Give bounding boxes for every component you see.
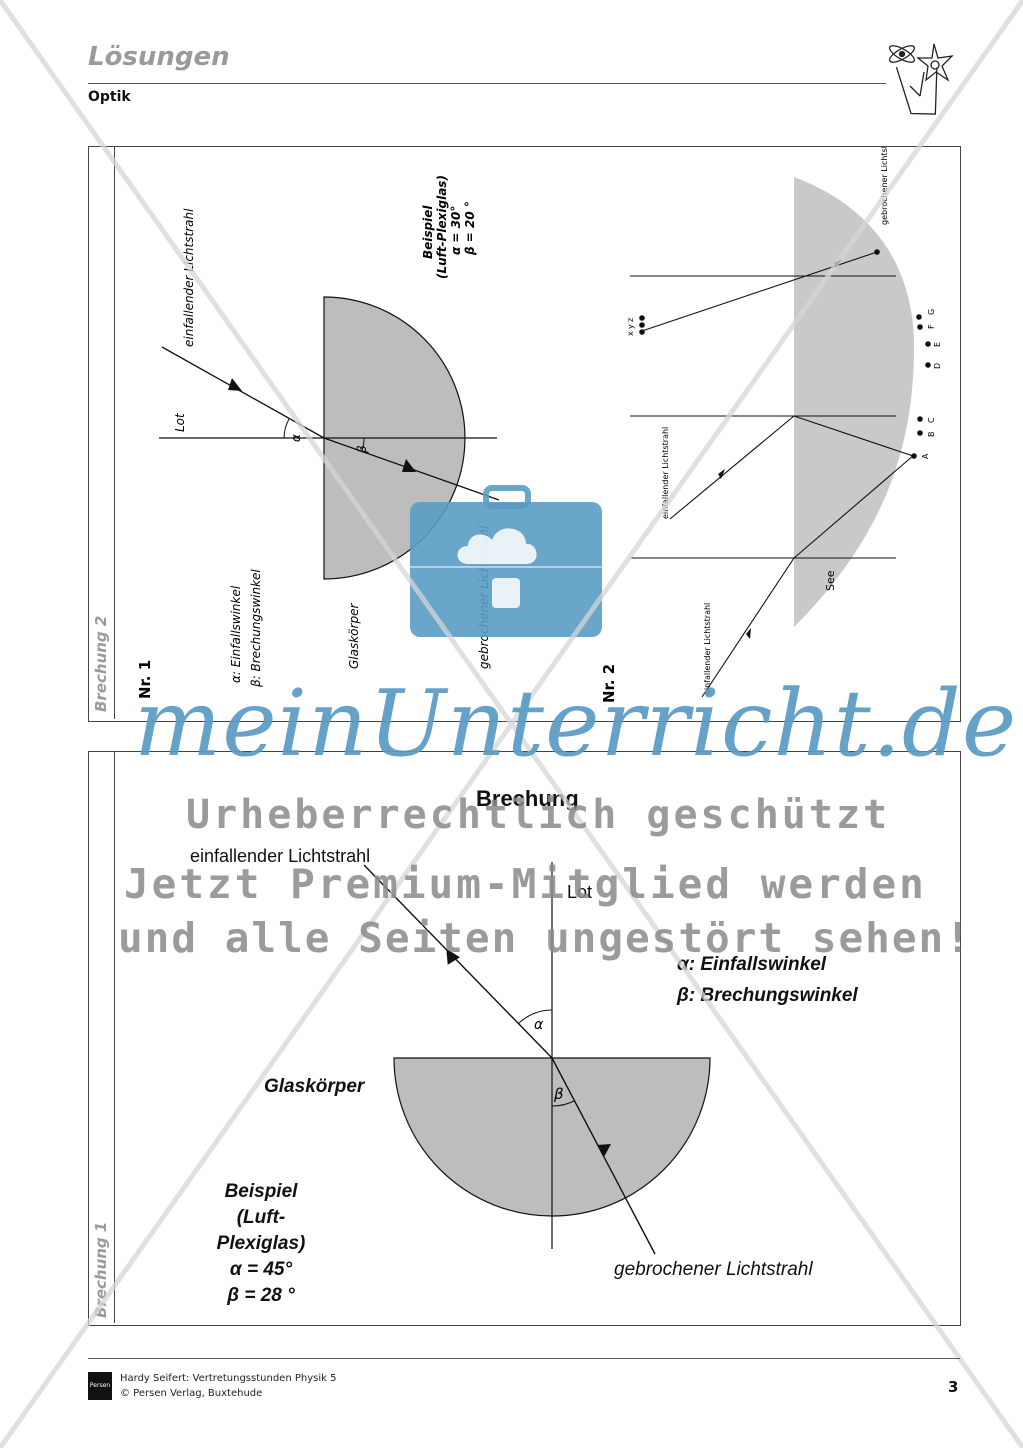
incident-ray: [363, 864, 553, 1059]
page-number: 3: [948, 1378, 959, 1396]
publisher-logo-text: Persen: [89, 1382, 111, 1389]
arrow-refracted: [597, 1144, 611, 1157]
nr1-arrow-refracted: [402, 459, 416, 472]
nr2-point-x: x: [626, 331, 635, 336]
nr1-legend-alpha: α: Einfallswinkel: [229, 585, 243, 683]
example-pair: (Luft-Plexiglas): [216, 1207, 306, 1254]
footer-publisher: © Persen Verlag, Buxtehude: [120, 1388, 263, 1399]
nr2-diagram: [630, 177, 931, 698]
nr1-legend-beta: β: Brechungswinkel: [249, 569, 263, 688]
nr2-texts: gebrochener Lichtstrahl einfallender Lic…: [626, 147, 942, 695]
nr2-ray-3-refracted: [793, 454, 915, 559]
alpha-arc: [517, 1009, 553, 1025]
beta-arc: [551, 1100, 575, 1107]
nr2-point-g: G: [927, 309, 936, 315]
nr1-incident-label: einfallender Lichtstrahl: [182, 208, 196, 347]
refracted-label: gebrochener Lichtstrahl: [614, 1259, 813, 1280]
briefcase-cloud-watermark-icon: [410, 485, 602, 637]
nr2-point-b: B: [927, 432, 936, 438]
header-divider: [88, 83, 886, 84]
example-title: Beispiel: [224, 1181, 298, 1202]
watermark-brand: meinUnterricht.de: [134, 670, 1018, 777]
panel-brechung-1: [88, 751, 961, 1326]
nr2-label: Nr. 2: [600, 664, 618, 703]
publisher-logo: Persen: [88, 1372, 112, 1400]
nr2-point-c: C: [927, 417, 936, 423]
legend-beta: β: Brechungswinkel: [677, 985, 858, 1006]
nr2-point-e: E: [933, 342, 942, 347]
nr2-point-a: A: [921, 453, 930, 459]
panel-sidebar: [89, 147, 115, 719]
nr1-lot-label: Lot: [173, 412, 187, 432]
nr2-ray-2-refracted: [793, 415, 917, 458]
nr1-beta-label: β: [355, 445, 369, 454]
nr1-example-title: Beispiel: [421, 205, 435, 259]
nr1-alpha-arc: [283, 418, 290, 439]
nr2-point-y: y: [626, 324, 635, 329]
nr2-point-f: F: [927, 324, 936, 329]
header-subtitle: Optik: [88, 89, 131, 105]
nr2-see-label: See: [824, 570, 837, 591]
nr1-example-alpha: α = 30°: [449, 206, 463, 255]
nr2-point-z: z: [626, 318, 635, 322]
watermark-line-2: Jetzt Premium-Mitglied werden: [124, 860, 927, 908]
header-flower-illustration: [888, 43, 954, 115]
watermark-line-3: und alle Seiten ungestört sehen!: [118, 914, 972, 962]
nr2-ray-2-incident: [669, 415, 795, 520]
bottom-diagram: α β: [363, 862, 711, 1255]
nr1-arrow-incident: [228, 378, 242, 391]
incident-label: einfallender Lichtstrahl: [190, 846, 371, 866]
header-title: Lösungen: [88, 42, 230, 72]
nr1-glass-label: Glaskörper: [347, 603, 361, 669]
beta-label: β: [553, 1085, 564, 1103]
panel-sidebar: [89, 752, 115, 1323]
nr2-lake: [794, 177, 914, 627]
glass-label: Glaskörper: [264, 1076, 365, 1097]
nr2-ray-3-incident: [701, 557, 795, 698]
alpha-label: α: [534, 1017, 544, 1033]
nr1-example-beta: β = 20 °: [463, 201, 477, 256]
example-beta: β = 28 °: [227, 1285, 295, 1306]
footer-author: Hardy Seifert: Vertretungsstunden Physik…: [120, 1373, 337, 1384]
watermark-line-1: Urheberrechtlich geschützt: [186, 792, 891, 838]
nr2-incident-label-2: einfallender Lichtstrahl: [703, 603, 712, 695]
nr2-incident-label-1: einfallender Lichtstrahl: [661, 427, 670, 519]
legend-alpha: α: Einfallswinkel: [677, 954, 827, 975]
example-alpha: α = 45°: [229, 1259, 293, 1280]
nr2-refracted-label: gebrochener Lichtstrahl: [880, 147, 889, 225]
nr1-label: Nr. 1: [136, 660, 154, 699]
footer-divider: [88, 1358, 960, 1359]
nr1-beta-arc: [361, 437, 365, 452]
example-block: Beispiel (Luft-Plexiglas) α = 45° β = 28…: [196, 1179, 326, 1309]
arrow-incident: [446, 948, 460, 965]
lot-label: Lot: [567, 882, 593, 902]
nr1-alpha-label: α: [289, 434, 303, 442]
nr2-point-d: D: [933, 363, 942, 369]
nr1-example-pair: (Luft-Plexiglas): [435, 175, 449, 279]
